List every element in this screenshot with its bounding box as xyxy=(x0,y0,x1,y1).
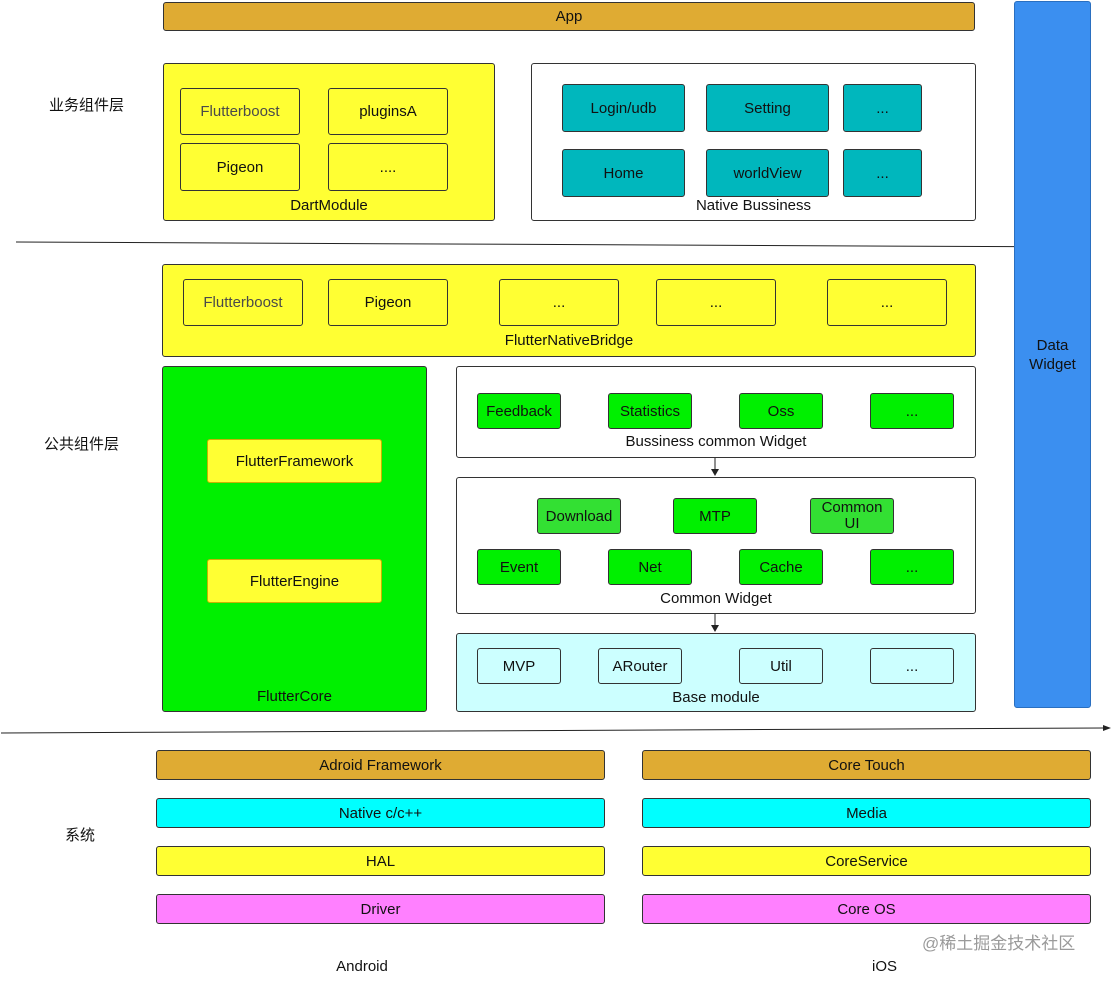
ios-layer-media: Media xyxy=(642,798,1091,828)
common-item-cache: Cache xyxy=(739,549,823,585)
common-item-more: ... xyxy=(870,549,954,585)
common-widget-container: Download MTP Common UI Event Net Cache .… xyxy=(456,477,976,614)
separator-line-top xyxy=(15,241,1087,248)
flutter-framework-box: FlutterFramework xyxy=(207,439,382,483)
base-module-label: Base module xyxy=(672,689,760,706)
native-item-more-1: ... xyxy=(843,84,922,132)
layer-label-business: 业务组件层 xyxy=(49,97,125,114)
flutter-core-label: FlutterCore xyxy=(256,688,333,705)
common-ui-line2: UI xyxy=(844,515,860,532)
native-item-login: Login/udb xyxy=(562,84,685,132)
bridge-item-more-2: ... xyxy=(656,279,776,326)
bridge-item-flutterboost: Flutterboost xyxy=(183,279,303,326)
android-layer-native: Native c/c++ xyxy=(156,798,605,828)
common-widget-label: Common Widget xyxy=(660,590,772,607)
bridge-label: FlutterNativeBridge xyxy=(504,332,634,349)
data-widget-line1: Data xyxy=(1036,336,1069,354)
base-item-arouter: ARouter xyxy=(598,648,682,684)
native-item-home: Home xyxy=(562,149,685,197)
arrowhead-bussiness-to-common xyxy=(711,469,719,476)
widget-item-more: ... xyxy=(870,393,954,429)
android-layer-hal: HAL xyxy=(156,846,605,876)
native-item-more-2: ... xyxy=(843,149,922,197)
watermark-text: @稀土掘金技术社区 xyxy=(922,934,1076,953)
arrowhead-common-to-base xyxy=(711,625,719,632)
native-item-worldview: worldView xyxy=(706,149,829,197)
native-item-setting: Setting xyxy=(706,84,829,132)
layer-label-common: 公共组件层 xyxy=(44,436,120,453)
common-item-mtp: MTP xyxy=(673,498,757,534)
layer-label-system: 系统 xyxy=(65,827,96,844)
dart-item-flutterboost: Flutterboost xyxy=(180,88,300,135)
bussiness-widget-container: Feedback Statistics Oss ... Bussiness co… xyxy=(456,366,976,458)
app-box: App xyxy=(163,2,975,31)
widget-item-oss: Oss xyxy=(739,393,823,429)
dart-item-pluginsa: pluginsA xyxy=(328,88,448,135)
separator-arrowhead xyxy=(1103,725,1111,731)
bridge-container: Flutterboost Pigeon ... ... ... FlutterN… xyxy=(162,264,976,357)
base-item-util: Util xyxy=(739,648,823,684)
dart-item-more: .... xyxy=(328,143,448,191)
base-item-mvp: MVP xyxy=(477,648,561,684)
widget-item-statistics: Statistics xyxy=(608,393,692,429)
data-widget-box: Data Widget xyxy=(1014,1,1091,708)
common-item-download: Download xyxy=(537,498,621,534)
android-label: Android xyxy=(336,958,388,975)
common-item-common-ui: Common UI xyxy=(810,498,894,534)
common-ui-line1: Common xyxy=(821,499,883,516)
flutter-core-container: FlutterFramework FlutterEngine FlutterCo… xyxy=(162,366,427,712)
data-widget-line2: Widget xyxy=(1029,355,1076,373)
base-module-container: MVP ARouter Util ... Base module xyxy=(456,633,976,712)
bridge-item-more-3: ... xyxy=(827,279,947,326)
separator-line-bottom xyxy=(0,727,1105,734)
ios-layer-core-touch: Core Touch xyxy=(642,750,1091,780)
bridge-item-pigeon: Pigeon xyxy=(328,279,448,326)
dart-module-label: DartModule xyxy=(290,197,368,214)
bridge-item-more-1: ... xyxy=(499,279,619,326)
bussiness-widget-label: Bussiness common Widget xyxy=(625,433,807,450)
ios-label: iOS xyxy=(871,958,897,975)
android-layer-driver: Driver xyxy=(156,894,605,924)
native-business-label: Native Bussiness xyxy=(695,197,812,214)
ios-layer-coreservice: CoreService xyxy=(642,846,1091,876)
base-item-more: ... xyxy=(870,648,954,684)
widget-item-feedback: Feedback xyxy=(477,393,561,429)
android-layer-framework: Adroid Framework xyxy=(156,750,605,780)
flutter-engine-box: FlutterEngine xyxy=(207,559,382,603)
ios-layer-core-os: Core OS xyxy=(642,894,1091,924)
dart-item-pigeon: Pigeon xyxy=(180,143,300,191)
common-item-net: Net xyxy=(608,549,692,585)
native-business-container: Login/udb Setting ... Home worldView ...… xyxy=(531,63,976,221)
common-item-event: Event xyxy=(477,549,561,585)
dart-module-container: Flutterboost pluginsA Pigeon .... DartMo… xyxy=(163,63,495,221)
